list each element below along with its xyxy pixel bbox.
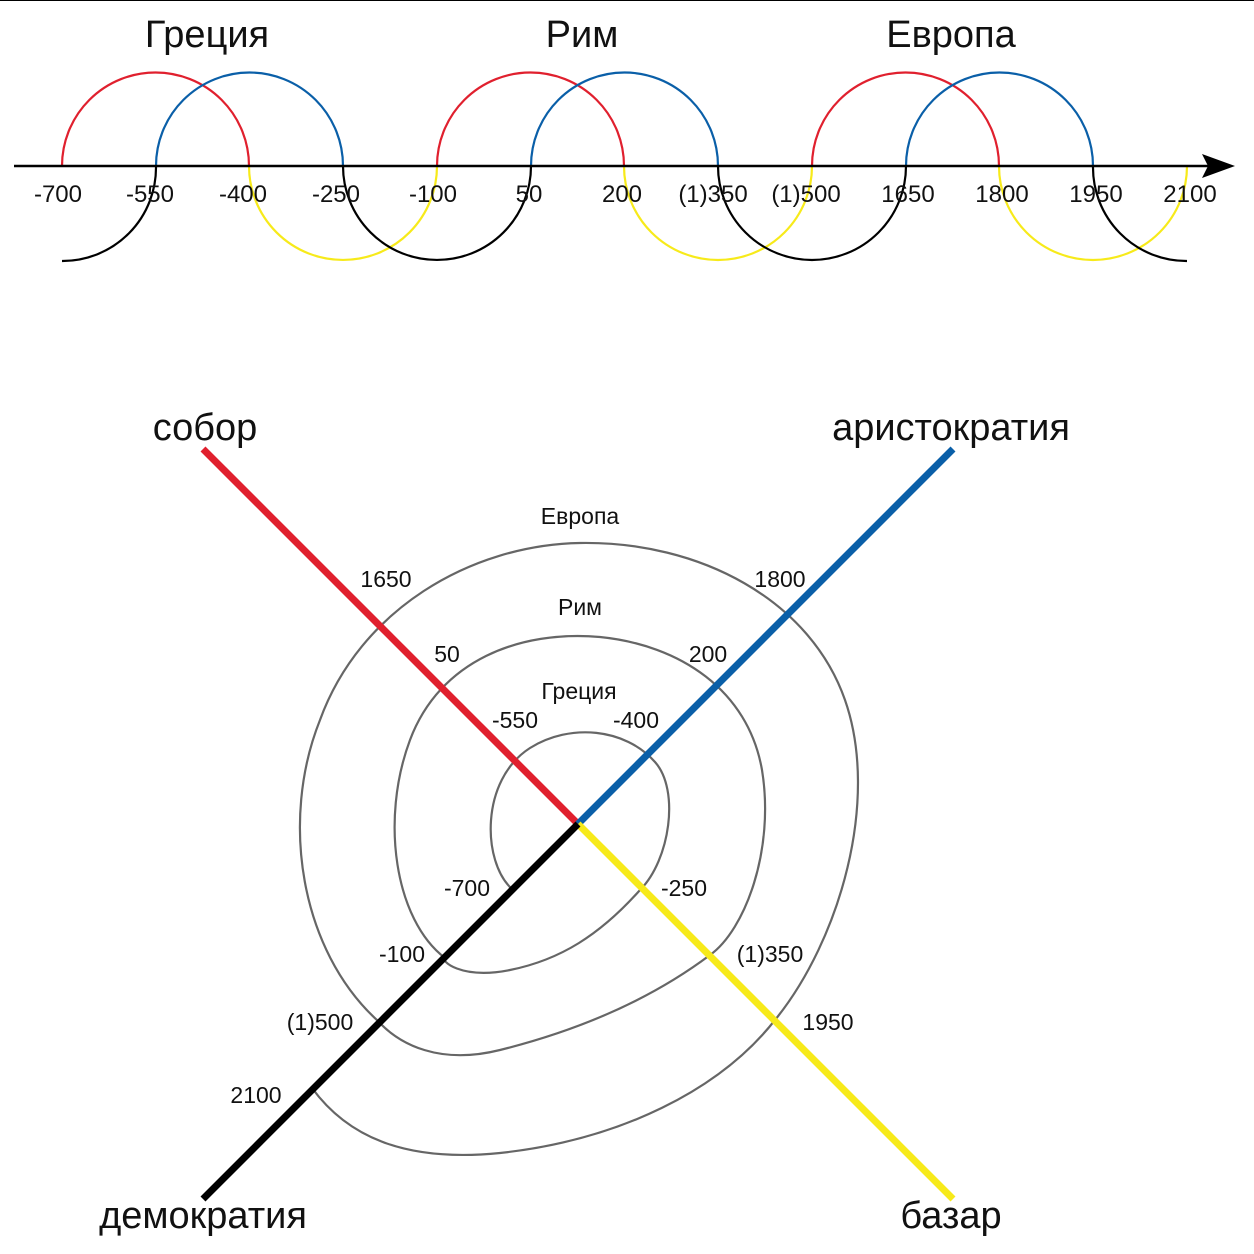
ring-rome [377,635,767,1057]
tick-label: 200 [602,181,642,208]
tick-label: -250 [312,181,360,208]
spiral-diagram: собор аристократия демократия базар Евро… [99,407,1070,1237]
lower-arcs [61,165,1189,263]
point-label: 200 [689,641,727,667]
ring-label-rome: Рим [558,594,602,620]
tick-label: 50 [516,181,543,208]
arc-yellow-3 [997,165,1189,262]
tick-label: -100 [409,181,457,208]
tick-label: 1650 [881,181,934,208]
era-label-rome: Рим [546,14,619,56]
arc-blue-europe [904,71,1095,167]
time-axis-arrow-icon [1202,154,1235,178]
axis-label-aristocracy: аристократия [832,407,1070,449]
timeline: Греция Рим Европа -700 -550 [0,0,1254,263]
upper-arcs [60,71,1095,167]
point-label: 50 [434,641,460,667]
axis-label-democracy: демократия [99,1195,307,1237]
ring-greece [443,731,671,974]
axis-label-bazaar: базар [900,1195,1001,1237]
arc-blue-rome [529,71,720,167]
arc-red-rome [435,71,626,167]
axis-blue [575,446,956,827]
ring-label-greece: Греция [541,678,616,704]
rings [298,541,860,1157]
arc-yellow-2 [622,165,814,262]
tick-label: -550 [126,181,174,208]
arc-yellow-1 [247,165,439,262]
tick-label: -400 [219,181,267,208]
tick-label: (1)500 [771,181,840,208]
point-labels: 1650 50 -550 1800 200 -400 -250 (1)350 1… [230,566,853,1108]
point-label: (1)350 [737,941,803,967]
axis-yellow [575,821,956,1202]
era-label-greece: Греция [145,14,269,56]
axis-label-sobor: собор [153,407,258,449]
point-label: 1800 [754,566,805,592]
tick-label: 1800 [975,181,1028,208]
arc-black-1 [341,165,533,262]
point-label: -400 [613,707,659,733]
point-label: (1)500 [287,1009,353,1035]
arc-black-end [1091,165,1188,263]
tick-label: 1950 [1069,181,1122,208]
ring-europe [298,541,860,1157]
axis-black [200,821,581,1202]
point-label: -100 [379,941,425,967]
point-label: 1650 [360,566,411,592]
point-label: 2100 [230,1082,281,1108]
point-label: -250 [661,875,707,901]
tick-label: (1)350 [678,181,747,208]
point-label: -550 [492,707,538,733]
ring-label-europe: Европа [541,503,620,529]
tick-labels: -700 -550 -400 -250 -100 50 200 (1)350 (… [34,181,1217,208]
arc-red-europe [810,71,1001,167]
era-label-europe: Европа [886,14,1016,56]
axis-red [200,446,581,827]
tick-label: -700 [34,181,82,208]
arc-blue-greece [154,71,345,167]
arc-black-2 [716,165,908,262]
point-label: -700 [444,875,490,901]
tick-label: 2100 [1163,181,1216,208]
arc-black-start [61,165,158,263]
point-label: 1950 [802,1009,853,1035]
arc-red-greece [60,71,251,167]
